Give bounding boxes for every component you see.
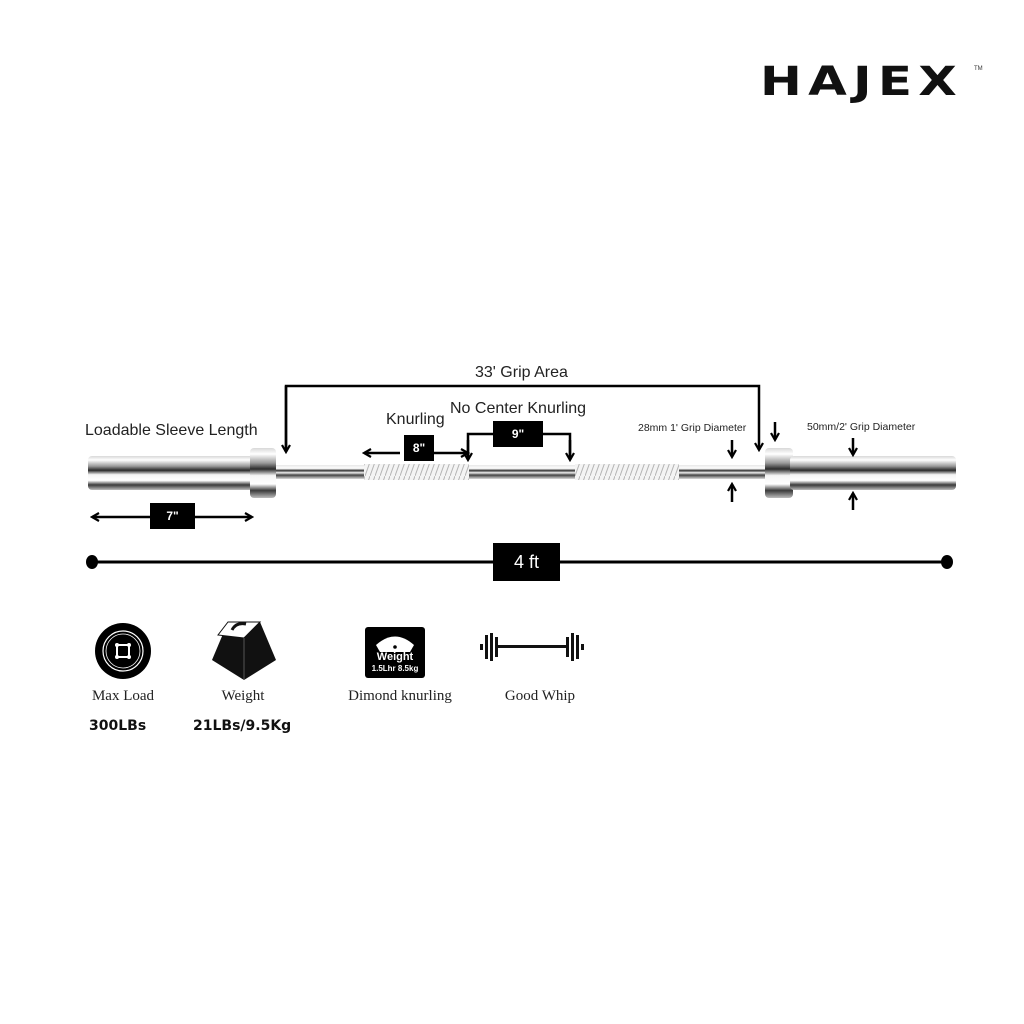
- feature-label-knurling: Dimond knurling: [348, 688, 452, 704]
- sleeve-length-tag: 7": [150, 503, 195, 529]
- feature-value-max-load: 300LBs: [89, 718, 147, 734]
- badge-subtitle: 1.5Lhr 8.5kg: [371, 664, 419, 673]
- center-length-tag: 9": [493, 421, 543, 447]
- feature-label-max-load: Max Load: [91, 688, 155, 704]
- right-sleeve: [765, 448, 956, 498]
- feature-label-whip: Good Whip: [504, 688, 576, 704]
- badge-title: Weight: [376, 651, 414, 663]
- kettle-weight-icon: [212, 621, 276, 680]
- knurling-length-tag: 8": [404, 435, 434, 461]
- brand-logo: HAJEX: [760, 59, 964, 105]
- no-center-knurling-label: No Center Knurling: [450, 400, 587, 417]
- barbell-icon: [480, 633, 584, 661]
- knurling-label: Knurling: [386, 411, 445, 428]
- left-sleeve: [88, 448, 276, 498]
- sleeve-label: Loadable Sleeve Length: [85, 422, 258, 439]
- trademark-mark: TM: [974, 66, 983, 72]
- weight-plate-icon: [95, 623, 151, 679]
- total-length-tag: 4 ft: [493, 543, 560, 581]
- center-bracket: [468, 432, 570, 460]
- grip-area-bracket: [286, 384, 759, 452]
- sleeve-diameter-label: 50mm/2' Grip Diameter: [807, 421, 916, 433]
- scale-badge-icon: [365, 627, 425, 678]
- shaft: [276, 464, 768, 480]
- grip-diameter-arrows: [732, 422, 775, 502]
- grip-area-label: 33' Grip Area: [475, 364, 568, 381]
- feature-value-weight: 21LBs/9.5Kg: [193, 718, 292, 734]
- grip-diameter-label: 28mm 1' Grip Diameter: [638, 422, 747, 434]
- feature-label-weight: Weight: [221, 688, 265, 704]
